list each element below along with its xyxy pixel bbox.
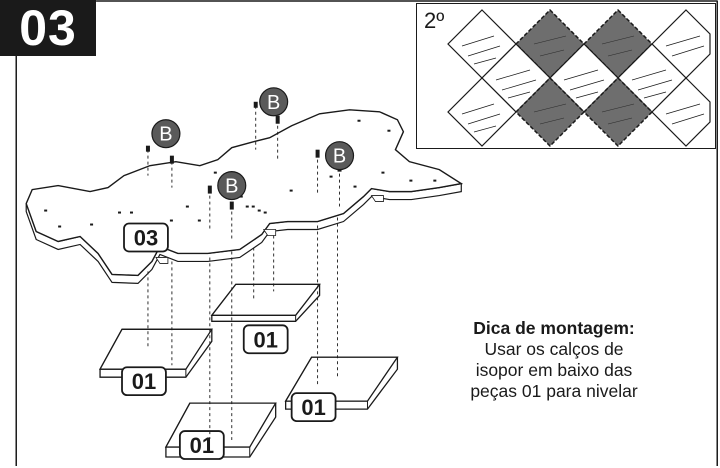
- foot-piece-center: 01: [210, 283, 321, 355]
- tabletop-label-text: 03: [134, 225, 158, 250]
- tip-line-2: isopor em baixo das: [475, 360, 633, 380]
- tip-line-1: Usar os calços de: [484, 339, 624, 359]
- foot-label-center: 01: [253, 327, 277, 352]
- foot-piece-left: 01: [98, 328, 214, 397]
- screw-badge-3-text: B: [333, 146, 346, 168]
- tip-line-3: peças 01 para nivelar: [470, 381, 638, 401]
- inset-label: 2º: [424, 8, 445, 33]
- step-number-badge: 03: [0, 0, 96, 56]
- screw-badge-3: B: [324, 141, 355, 171]
- tabletop-label: 03: [123, 222, 169, 253]
- screw-badge-2-text: B: [267, 92, 280, 114]
- foot-piece-right: 01: [284, 356, 399, 422]
- foot-label-right: 01: [301, 395, 325, 420]
- screw-badge-1-text: B: [159, 124, 172, 146]
- foot-label-left: 01: [132, 369, 156, 394]
- foot-piece-bottom: 01: [164, 402, 277, 460]
- screw-badge-4-text: B: [225, 176, 238, 198]
- screw-badge-1: B: [151, 119, 181, 149]
- screw-badge-2: B: [259, 87, 289, 117]
- alignment-lines: [147, 105, 340, 444]
- tip-title: Dica de montagem:: [473, 318, 635, 338]
- assembly-tip: Dica de montagem: Usar os calços de isop…: [436, 318, 672, 402]
- screw-badge-4: B: [217, 171, 247, 201]
